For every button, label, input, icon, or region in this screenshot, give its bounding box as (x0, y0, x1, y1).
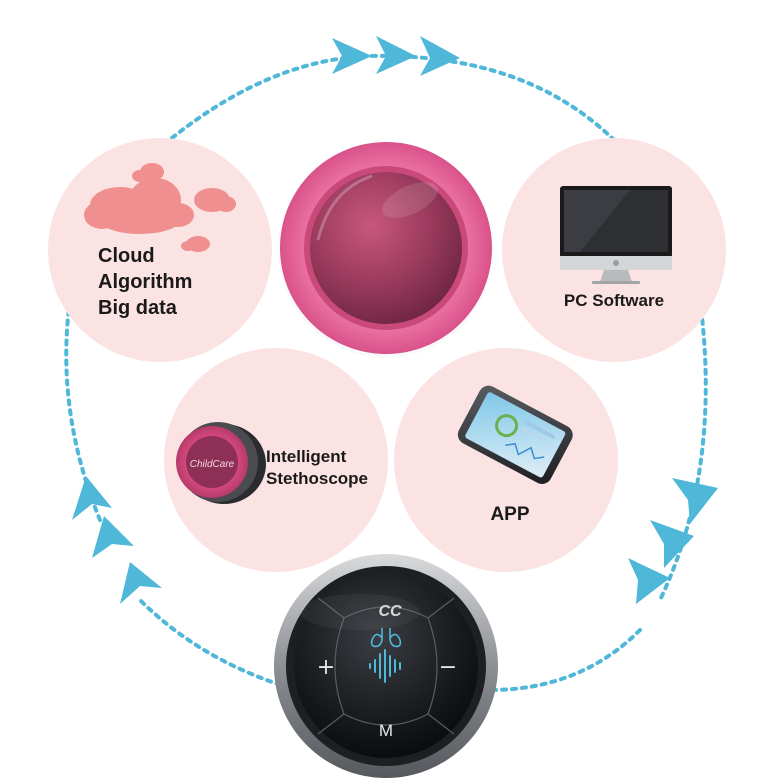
arrow-icon (376, 36, 416, 74)
mode-button[interactable]: M (379, 721, 393, 740)
stethoscope-brand: ChildCare (190, 459, 235, 470)
pc-label: PC Software (564, 291, 664, 310)
arrow-group-top (332, 36, 460, 76)
node-pc-software: PC Software (502, 138, 726, 362)
arrow-icon (650, 520, 694, 568)
cloud-label-line-1: Cloud (98, 245, 155, 267)
cycle-arc-bottom-right (488, 628, 642, 692)
cloud-label-line-3: Big data (98, 297, 178, 319)
stethoscope-label-line-1: Intelligent (266, 447, 347, 466)
control-device: CC + − M (274, 554, 498, 778)
cycle-arc-right (658, 298, 708, 602)
arrow-icon (120, 562, 162, 604)
arrow-icon (72, 476, 112, 520)
arrow-icon (672, 478, 718, 524)
arrow-icon (420, 36, 460, 76)
stethoscope-label-line-2: Stethoscope (266, 469, 368, 488)
stethoscope-bubble (164, 348, 388, 572)
node-app: APP (394, 348, 618, 572)
lungs-icon (370, 628, 402, 648)
arrow-group-left (72, 476, 162, 604)
arrow-icon (628, 558, 670, 604)
app-label: APP (490, 504, 529, 525)
imac-icon (560, 186, 672, 284)
cycle-arc-bottom-left (138, 598, 292, 690)
cloud-icon (84, 163, 236, 252)
node-cloud: Cloud Algorithm Big data (48, 138, 272, 362)
volume-down-button[interactable]: − (439, 655, 457, 680)
cloud-label-line-2: Algorithm (98, 271, 192, 293)
volume-up-button[interactable]: + (317, 655, 335, 680)
sound-wave-icon (369, 649, 401, 683)
arrow-icon (332, 38, 372, 74)
stethoscope-icon: ChildCare (176, 422, 266, 504)
node-stethoscope: ChildCare Intelligent Stethoscope (164, 348, 388, 572)
arrow-icon (92, 516, 134, 558)
device-logo: CC (378, 603, 402, 620)
smartphone-icon (457, 385, 573, 484)
arrow-group-right (628, 478, 718, 604)
pink-chestpiece-icon (278, 142, 494, 358)
cycle-arc-top (170, 53, 616, 142)
